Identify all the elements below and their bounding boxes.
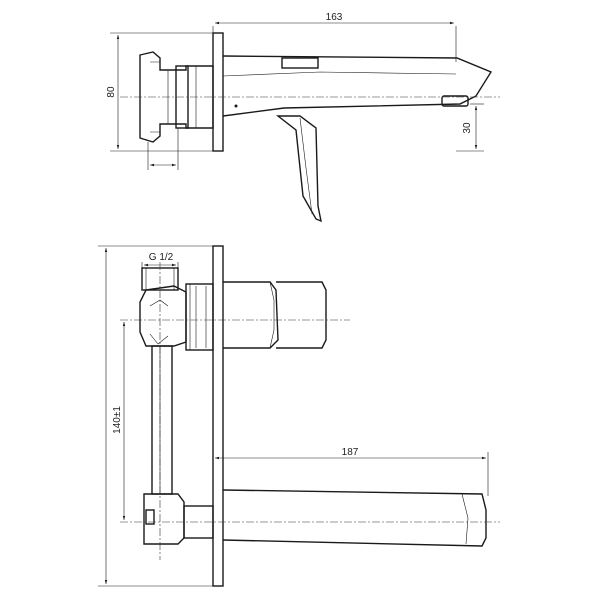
top-view: 163 80 30 — [106, 12, 500, 223]
front-pipe — [151, 345, 173, 495]
front-handle-lever — [276, 281, 327, 349]
front-lower-elbow — [143, 493, 185, 545]
front-valve-body — [139, 285, 187, 347]
top-handle — [275, 115, 322, 223]
top-wall-plate — [212, 32, 224, 152]
dim-thread-label: G 1/2 — [149, 252, 174, 263]
dim-spacing-label: 140±1 — [112, 406, 123, 434]
front-spout — [222, 489, 487, 547]
dim-80-label: 80 — [106, 86, 117, 98]
top-spout-aerator — [441, 95, 469, 107]
front-wall-plate — [212, 245, 224, 587]
dim-187-label: 187 — [342, 447, 359, 458]
front-view: G 1/2 140±1 187 — [98, 245, 500, 587]
dim-30-label: 30 — [462, 122, 473, 134]
dim-163-label: 163 — [326, 12, 343, 23]
top-spout — [222, 55, 493, 117]
front-handle — [223, 281, 279, 349]
